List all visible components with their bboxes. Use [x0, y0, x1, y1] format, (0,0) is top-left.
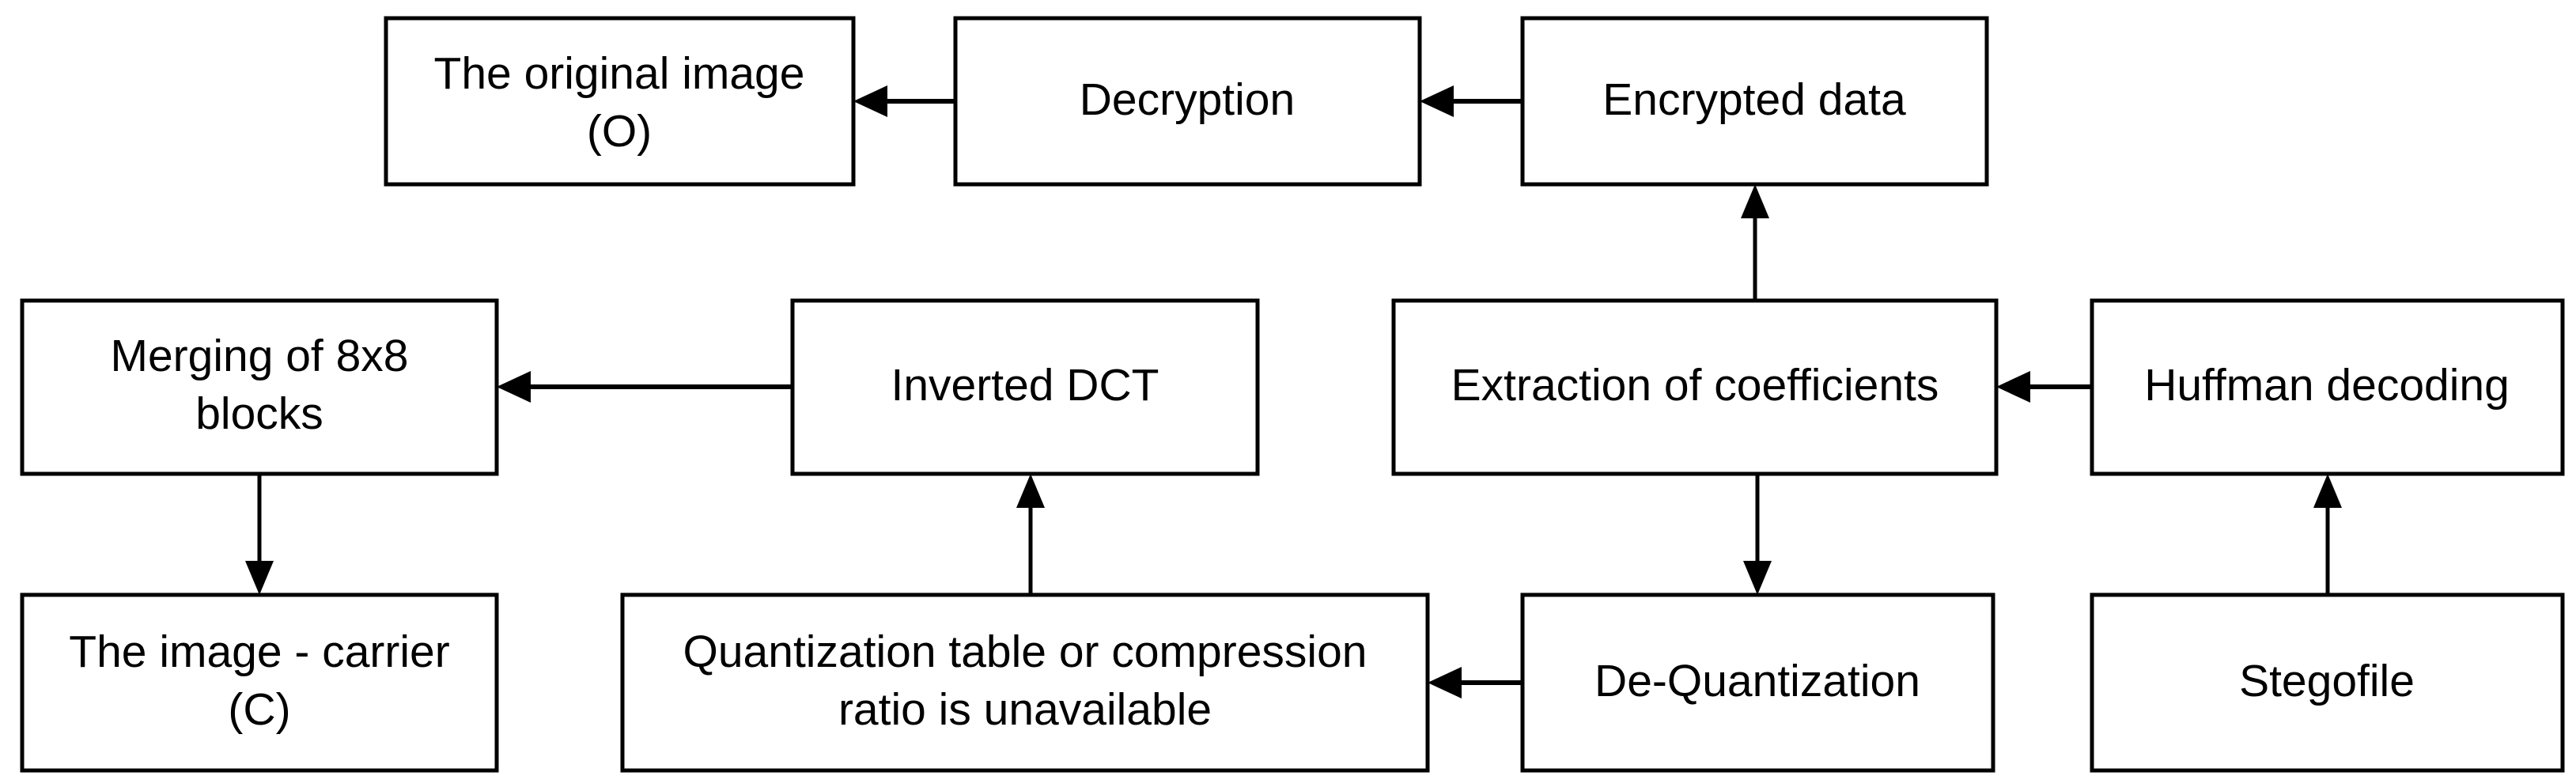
arrow-head-left-icon [497, 371, 531, 403]
node-box[interactable] [384, 16, 856, 187]
edge-huffman-to-extraction [1996, 371, 2092, 403]
arrow-head-up-icon [2313, 474, 2342, 508]
node-label-line-1: Stegofile [2239, 656, 2415, 706]
node-layer: The original image (O) Decryption Encryp… [20, 16, 2565, 773]
arrow-head-left-icon [1428, 667, 1462, 698]
node-label-line-2: (O) [587, 106, 652, 157]
node-box[interactable] [20, 298, 499, 476]
node-box[interactable] [2090, 298, 2565, 476]
node-box[interactable] [620, 592, 1430, 773]
node-box[interactable] [1520, 592, 1995, 773]
node-label-line-1: Quantization table or compression [683, 626, 1367, 677]
node-encrypted-data[interactable]: Encrypted data [1520, 16, 1989, 187]
arrow-head-up-icon [1741, 184, 1769, 218]
node-label-line-2: ratio is unavailable [838, 684, 1212, 735]
node-label-line-1: Merging of 8x8 [110, 331, 408, 381]
edge-quantization-to-inverted-dct [1016, 474, 1045, 595]
node-label-line-1: Encrypted data [1602, 74, 1906, 125]
node-quantization-table[interactable]: Quantization table or compression ratio … [620, 592, 1430, 773]
node-box[interactable] [953, 16, 1422, 187]
node-de-quantization[interactable]: De-Quantization [1520, 592, 1995, 773]
node-decryption[interactable]: Decryption [953, 16, 1422, 187]
arrow-head-left-icon [1996, 371, 2030, 403]
edge-extraction-to-de-quantization [1743, 474, 1772, 595]
node-label-line-1: The image - carrier [69, 626, 449, 677]
node-box[interactable] [790, 298, 1260, 476]
node-merging-8x8-blocks[interactable]: Merging of 8x8 blocks [20, 298, 499, 476]
edge-de-quantization-to-quantization [1428, 667, 1523, 698]
arrow-head-down-icon [1743, 561, 1772, 595]
node-stegofile[interactable]: Stegofile [2090, 592, 2565, 773]
arrow-head-left-icon [1420, 85, 1454, 117]
arrow-head-left-icon [853, 85, 887, 117]
node-box[interactable] [20, 592, 499, 773]
edge-decryption-to-original-image [853, 85, 955, 117]
node-label-line-2: (C) [228, 684, 290, 735]
node-box[interactable] [1520, 16, 1989, 187]
node-original-image[interactable]: The original image (O) [384, 16, 856, 187]
edge-encrypted-data-to-decryption [1420, 85, 1523, 117]
node-label-line-1: Extraction of coefficients [1451, 360, 1939, 411]
node-inverted-dct[interactable]: Inverted DCT [790, 298, 1260, 476]
node-box[interactable] [1391, 298, 1999, 476]
arrow-head-down-icon [245, 561, 274, 595]
node-extraction-of-coefficients[interactable]: Extraction of coefficients [1391, 298, 1999, 476]
edge-inverted-dct-to-merging [497, 371, 792, 403]
edge-layer [245, 85, 2342, 698]
edge-stegofile-to-huffman [2313, 474, 2342, 595]
node-label-line-1: The original image [434, 48, 805, 99]
node-label-line-1: Inverted DCT [891, 360, 1159, 411]
node-box[interactable] [2090, 592, 2565, 773]
node-label-line-2: blocks [195, 388, 323, 439]
arrow-head-up-icon [1016, 474, 1045, 508]
node-label-line-1: Decryption [1080, 74, 1295, 125]
edge-extraction-to-encrypted-data [1741, 184, 1769, 301]
edge-merging-to-image-carrier [245, 474, 274, 595]
node-label-line-1: De-Quantization [1594, 656, 1920, 706]
node-huffman-decoding[interactable]: Huffman decoding [2090, 298, 2565, 476]
node-label-line-1: Huffman decoding [2144, 360, 2510, 411]
node-image-carrier[interactable]: The image - carrier (C) [20, 592, 499, 773]
